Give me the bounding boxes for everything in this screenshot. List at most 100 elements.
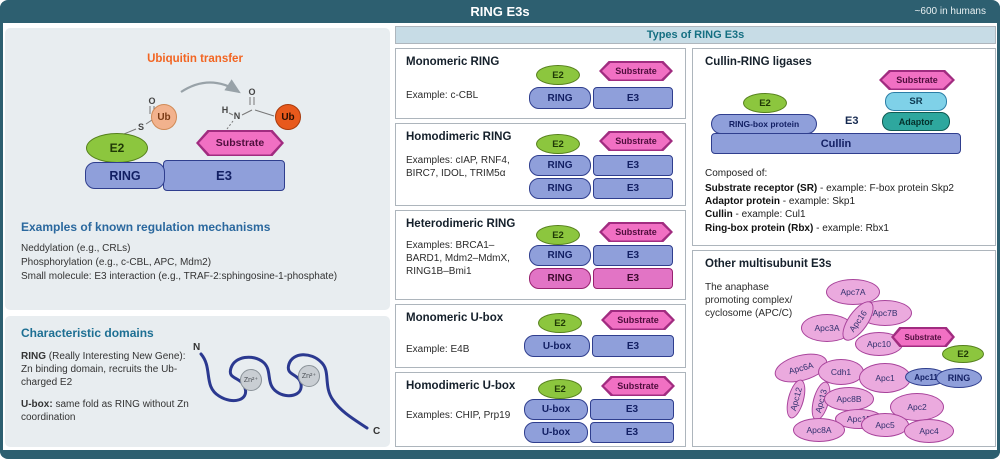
apc-description: The anaphase promoting complex/ cyclosom… xyxy=(705,282,793,319)
e2-enzyme-shape: E2 xyxy=(942,345,984,363)
ring-domain-shape: RING xyxy=(529,245,591,266)
ubox-domain-shape: U-box xyxy=(524,335,590,357)
composed-item: Ring-box protein (Rbx) - example: Rbx1 xyxy=(705,222,889,234)
type-box-heterodimeric-ring: Heterodimeric RING Examples: BRCA1–BARD1… xyxy=(395,210,686,300)
multisubunit-box: Other multisubunit E3s The anaphase prom… xyxy=(692,250,996,447)
type-title: Monomeric RING xyxy=(406,56,500,68)
regulation-item: Phosphorylation (e.g., c-CBL, APC, Mdm2) xyxy=(21,257,212,268)
e3-shape: E3 xyxy=(593,245,673,266)
c-terminus-label: C xyxy=(373,426,380,437)
e3-shape: E3 xyxy=(592,335,674,357)
type-title: Monomeric U-box xyxy=(406,312,504,324)
e3-shape: E3 xyxy=(590,399,674,420)
e2-enzyme-shape: E2 xyxy=(538,313,582,333)
ring-domain-shape: RING xyxy=(85,162,165,189)
apc-subunit: Apc8A xyxy=(793,418,845,442)
substrate-shape: Substrate xyxy=(599,61,673,81)
oxygen-atom-label-left: O xyxy=(148,96,155,106)
e3-shape: E3 xyxy=(593,178,673,199)
domains-heading: Characteristic domains xyxy=(21,326,154,340)
header-bar: RING E3s ~600 in humans xyxy=(0,0,1000,23)
type-example: Examples: CHIP, Prp19 xyxy=(406,410,511,421)
e2-enzyme-shape: E2 xyxy=(536,225,580,245)
composed-of-heading: Composed of: xyxy=(705,168,768,179)
e3-shape: E3 xyxy=(590,422,674,443)
regulation-item: Small molecule: E3 interaction (e.g., TR… xyxy=(21,271,338,282)
composed-item: Adaptor protein - example: Skp1 xyxy=(705,196,856,208)
regulation-heading: Examples of known regulation mechanisms xyxy=(21,220,271,234)
substrate-shape: Substrate xyxy=(599,131,673,151)
type-example: Examples: cIAP, RNF4, BIRC7, IDOL, TRIM5… xyxy=(406,155,510,179)
type-example: Example: c-CBL xyxy=(406,90,479,101)
cullin-ring-box: Cullin-RING ligases E2 RING-box protein … xyxy=(692,48,996,246)
e2-enzyme-shape: E2 xyxy=(538,379,582,399)
multisubunit-title: Other multisubunit E3s xyxy=(705,258,832,270)
type-title: Homodimeric RING xyxy=(406,131,512,143)
substrate-receptor-shape: SR xyxy=(885,92,947,111)
substrate-shape: Substrate xyxy=(891,327,955,347)
domains-text: RING (Really Interesting New Gene): Zn b… xyxy=(21,350,193,424)
substrate-shape: Substrate xyxy=(879,70,955,90)
ubox-domain-shape: U-box xyxy=(524,399,588,420)
regulation-item: Neddylation (e.g., CRLs) xyxy=(21,243,131,254)
left-border xyxy=(0,0,3,459)
composed-item: Substrate receptor (SR) - example: F-box… xyxy=(705,183,954,194)
ring-domain-shape-partner: RING xyxy=(529,268,591,289)
e3-shape: E3 xyxy=(593,155,673,176)
nitrogen-atom-label: N xyxy=(234,111,241,121)
page-title: RING E3s xyxy=(470,4,530,19)
ring-domain-shape: RING xyxy=(529,178,591,199)
ubiquitin-transfer-title: Ubiquitin transfer xyxy=(147,53,243,65)
header-count-note: ~600 in humans xyxy=(914,6,986,17)
type-example: Example: E4B xyxy=(406,344,470,355)
e2-enzyme-shape: E2 xyxy=(743,93,787,113)
sulfur-atom-label: S xyxy=(138,122,144,132)
panel-ubiquitin-transfer: Ubiquitin transfer xyxy=(5,28,390,310)
footer-bar xyxy=(0,450,1000,459)
substrate-shape: Substrate xyxy=(601,310,675,330)
oxygen-atom-label-right: O xyxy=(248,87,255,97)
adaptor-shape: Adaptor xyxy=(882,112,950,131)
types-header: Types of RING E3s xyxy=(395,26,996,44)
ubox-definition: U-box: same fold as RING without Zn coor… xyxy=(21,399,189,423)
substrate-shape: Substrate xyxy=(196,130,284,156)
type-title: Homodimeric U-box xyxy=(406,380,516,392)
substrate-shape: Substrate xyxy=(601,376,675,396)
e3-shape: E3 xyxy=(593,87,673,109)
ring-fold-squiggle: N C xyxy=(193,342,380,437)
apc-subunit: Cdh1 xyxy=(818,359,864,385)
ringbox-protein-shape: RING-box protein xyxy=(711,114,817,134)
apc-subunit: Apc8B xyxy=(824,387,874,411)
e2-enzyme-shape: E2 xyxy=(536,134,580,154)
ubiquitin-transferred: Ub xyxy=(275,104,301,130)
cullin-title: Cullin-RING ligases xyxy=(705,56,812,68)
right-border xyxy=(997,0,1000,459)
type-example: Examples: BRCA1–BARD1, Mdm2–MdmX, RING1B… xyxy=(406,240,510,277)
e2-enzyme-shape: E2 xyxy=(536,65,580,85)
composed-item: Cullin - example: Cul1 xyxy=(705,209,806,221)
chemistry-arrow-graphic: S O N H O xyxy=(123,79,275,135)
type-title: Heterodimeric RING xyxy=(406,218,516,230)
apc-subunit: Apc4 xyxy=(904,419,954,443)
ring-domain-shape: RING xyxy=(936,368,982,388)
apc-subunit: Apc12 xyxy=(783,377,809,421)
type-box-monomeric-ubox: Monomeric U-box Example: E4B E2 Substrat… xyxy=(395,304,686,368)
zinc-ion: Zn²⁺ xyxy=(240,369,262,391)
type-box-homodimeric-ring: Homodimeric RING Examples: cIAP, RNF4, B… xyxy=(395,123,686,206)
e3-shape-partner: E3 xyxy=(593,268,673,289)
ring-domain-shape: RING xyxy=(529,87,591,109)
type-box-homodimeric-ubox: Homodimeric U-box Examples: CHIP, Prp19 … xyxy=(395,372,686,447)
composed-of-list: Substrate receptor (SR) - example: F-box… xyxy=(705,182,990,235)
e3-label: E3 xyxy=(845,115,859,127)
n-terminus-label: N xyxy=(193,342,200,353)
transfer-arrow xyxy=(180,79,241,94)
regulation-list: Neddylation (e.g., CRLs) Phosphorylation… xyxy=(21,242,381,284)
apc-subunit: Apc5 xyxy=(861,413,909,437)
e2-enzyme-shape: E2 xyxy=(86,133,148,163)
cullin-shape: Cullin xyxy=(711,133,961,154)
e3-shape: E3 xyxy=(163,160,285,191)
substrate-shape: Substrate xyxy=(599,222,673,242)
ring-domain-shape: RING xyxy=(529,155,591,176)
apc-subunit: Apc1 xyxy=(859,363,911,393)
